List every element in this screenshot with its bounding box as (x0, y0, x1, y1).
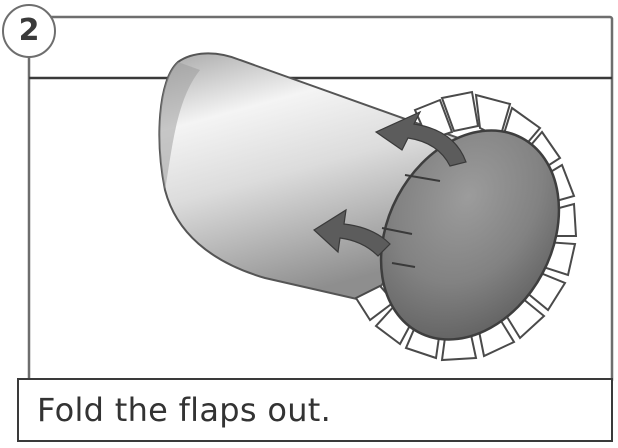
caption-box: Fold the flaps out. (17, 378, 613, 442)
step-badge: 2 (2, 4, 56, 58)
step-number: 2 (19, 16, 40, 46)
caption-text: Fold the flaps out. (37, 391, 331, 429)
